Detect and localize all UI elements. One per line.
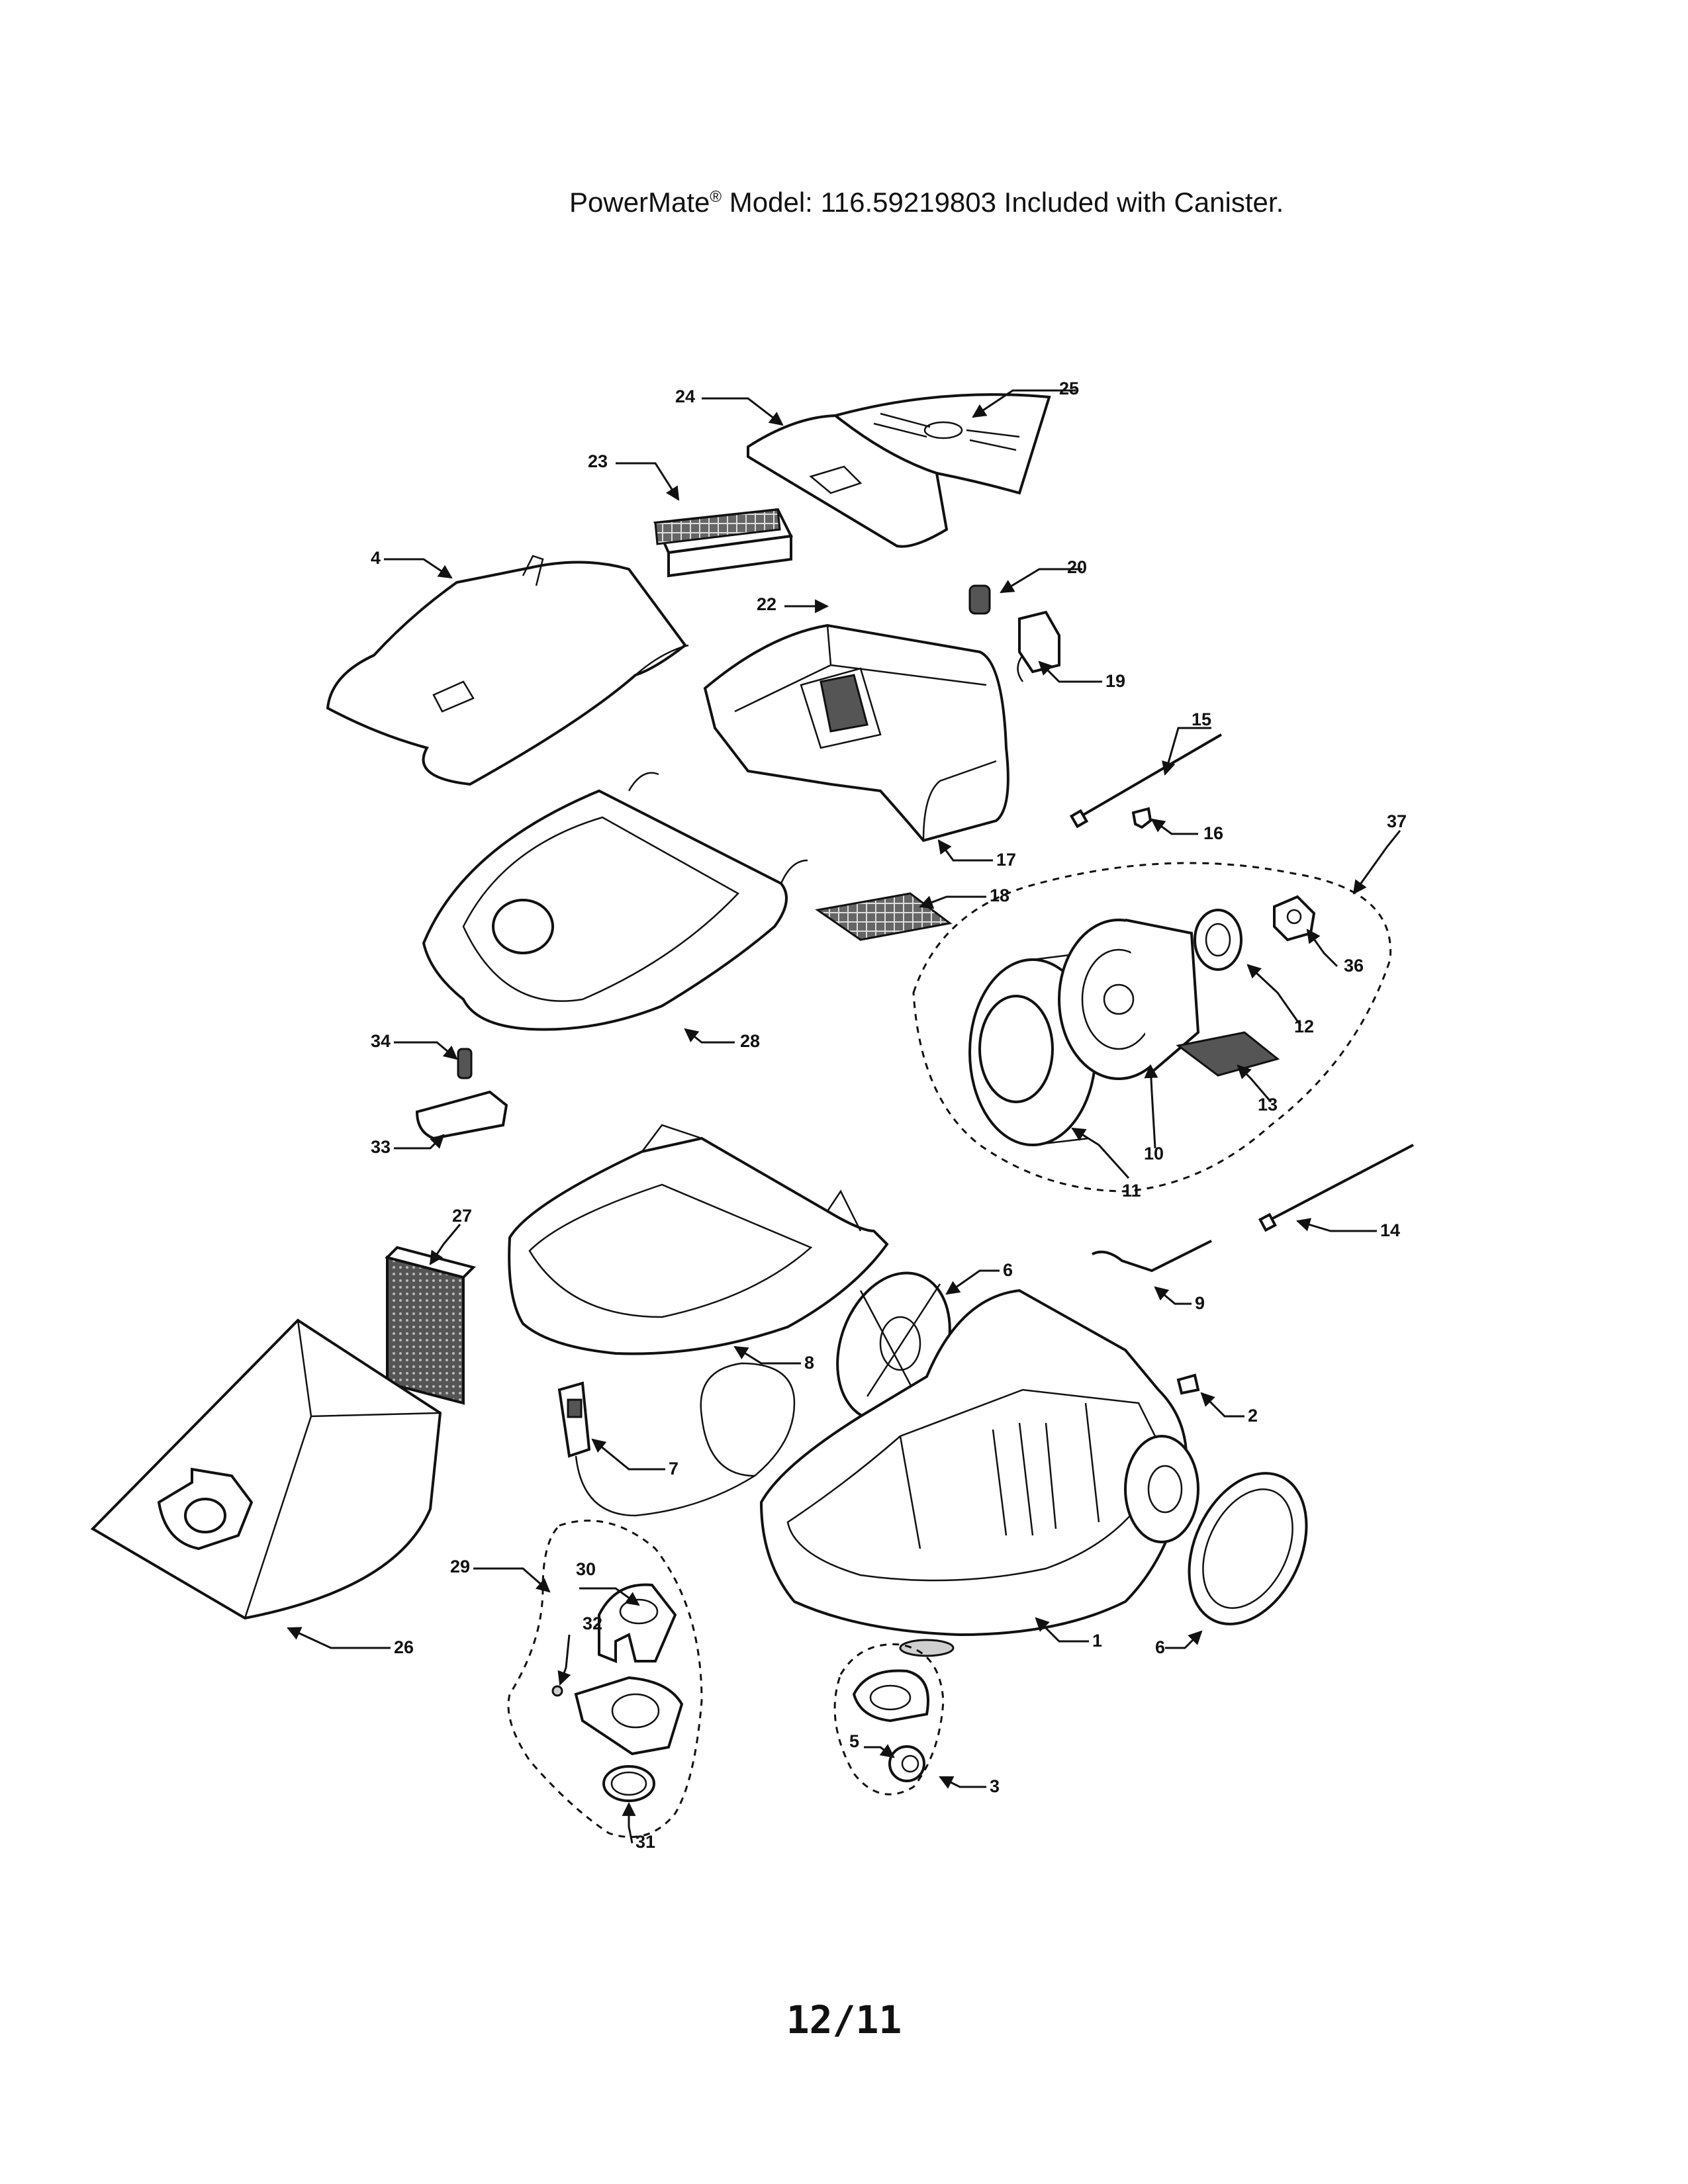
part-34-spring (457, 1048, 473, 1079)
part-2-clip (1176, 1373, 1200, 1395)
part-3-caster-assembly (833, 1643, 945, 1796)
callout-23: 23 (588, 451, 608, 471)
part-8-bag-tray (508, 1124, 889, 1355)
callout-16: 16 (1203, 823, 1223, 843)
callout-18: 18 (990, 886, 1009, 905)
part-23-hepa-filter (653, 508, 794, 578)
callout-2: 2 (1248, 1406, 1258, 1426)
callout-32: 32 (583, 1614, 602, 1633)
part-29-swivel-assembly (507, 1520, 703, 1839)
part-6-wheel-right (1188, 1472, 1308, 1625)
part-13-gasket-strip (1176, 1031, 1280, 1077)
callout-29: 29 (450, 1557, 470, 1576)
part-4-bag-lid (326, 555, 689, 786)
callout-37: 37 (1387, 811, 1407, 831)
callout-25: 25 (1059, 379, 1079, 398)
callout-labels: 24 25 23 4 22 20 19 15 16 17 37 18 36 12… (371, 379, 1407, 1852)
callout-4: 4 (371, 548, 381, 568)
callout-5: 5 (849, 1731, 859, 1751)
part-18-flat-filter (815, 892, 953, 941)
part-28-bag-housing (422, 772, 808, 1031)
part-17-upper-housing (703, 623, 1009, 842)
part-24-top-cover (747, 414, 949, 548)
callout-1: 1 (1092, 1631, 1102, 1651)
part-36-motor-cap (1273, 895, 1316, 942)
callout-27: 27 (452, 1206, 472, 1226)
callout-7: 7 (669, 1459, 679, 1479)
page-title: PowerMate® Model: 116.59219803 Included … (569, 187, 1284, 218)
callout-14: 14 (1380, 1220, 1400, 1240)
callout-6-upper: 6 (1003, 1260, 1013, 1280)
callout-9: 9 (1195, 1293, 1205, 1313)
callout-8: 8 (804, 1353, 814, 1373)
callout-30: 30 (576, 1559, 596, 1579)
part-14-wire-rod (1258, 1144, 1414, 1232)
part-1-main-body (759, 1289, 1199, 1657)
callout-26: 26 (394, 1637, 414, 1657)
model-text: Model: 116.59219803 Included with Canist… (729, 187, 1284, 218)
callout-20: 20 (1067, 557, 1087, 577)
part-37-motor-assembly-outline (912, 862, 1392, 1193)
part-27-filter-pad (385, 1246, 476, 1405)
part-15-wire-rod (1069, 733, 1223, 829)
page-number: 12/11 (786, 1997, 902, 2042)
callout-13: 13 (1258, 1095, 1278, 1115)
part-9-wire (1092, 1240, 1212, 1273)
leader-lines (287, 389, 1401, 1844)
callout-6-lower: 6 (1155, 1637, 1165, 1657)
part-20-spring (968, 584, 991, 615)
callout-31: 31 (635, 1832, 655, 1852)
part-26-dust-bag (90, 1318, 442, 1620)
part-16-grommet (1131, 807, 1152, 829)
callout-33: 33 (371, 1137, 391, 1157)
callout-22: 22 (757, 594, 776, 614)
part-7-power-cord (557, 1362, 796, 1517)
callout-19: 19 (1105, 671, 1125, 691)
callout-3: 3 (990, 1776, 1000, 1796)
callout-34: 34 (371, 1031, 391, 1051)
callout-28: 28 (740, 1031, 760, 1051)
callout-17: 17 (996, 850, 1016, 870)
callout-24: 24 (675, 387, 695, 406)
registered-mark: ® (710, 188, 722, 206)
callout-12: 12 (1294, 1017, 1314, 1036)
part-33-latch (415, 1090, 508, 1140)
callout-11: 11 (1122, 1181, 1141, 1201)
part-19-switch (1017, 610, 1060, 682)
callout-10: 10 (1144, 1144, 1164, 1163)
part-12-ring (1194, 909, 1243, 971)
callout-36: 36 (1344, 956, 1364, 976)
part-10-motor (1058, 919, 1200, 1080)
brand-name: PowerMate (569, 187, 710, 218)
callout-15: 15 (1192, 709, 1211, 729)
